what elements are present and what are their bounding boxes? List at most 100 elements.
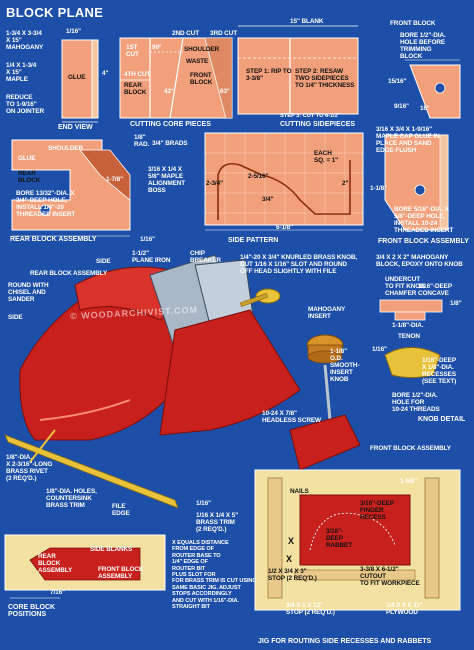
label-rad-1-8: 1/8" RAD. [134, 134, 150, 148]
page-title: BLOCK PLANE [6, 5, 104, 20]
jig-cutout [299, 494, 411, 566]
label-rear-block: REAR BLOCK [124, 82, 147, 96]
label-dim-1-16-knob: 1/16" [372, 346, 387, 353]
label-shoulder2: SHOULDER [48, 145, 84, 152]
label-shoulder: SHOULDER [184, 46, 220, 53]
label-dim-3-16-deep: 3/16"- DEEP RABBET [326, 528, 353, 549]
label-mahogany: 1-3/4 X 3-3/4 X 15" MAHOGANY [6, 30, 44, 51]
label-step1: STEP 1: RIP TO 3-3/8" [246, 68, 292, 82]
label-plane-iron: 1-1/2" PLANE IRON [132, 250, 171, 264]
label-side-blanks: SIDE BLANKS [90, 546, 133, 553]
label-round-chisel: ROUND WITH CHISEL AND SANDER [8, 282, 49, 303]
label-maple-cap: 3/16 X 3/4 X 1-9/16" MAPLE CAP GLUE IN P… [376, 126, 440, 154]
label-chip-breaker: CHIP BREAKER [190, 250, 221, 264]
plane-front-section [159, 309, 301, 436]
label-bore-5-16: BORE 5/16"-DIA. X 5/8"-DEEP HOLE, INSTAL… [394, 206, 454, 234]
label-brass-trim: 1/16 X 1/4 X 5" BRASS TRIM (2 REQ'D.) [196, 512, 239, 533]
label-brads: 3/4" BRADS [152, 140, 188, 147]
label-dim-1-16-deep: 1/16"-DEEP CONCAVE [418, 283, 452, 297]
label-cut-1st: 1ST CUT [126, 44, 139, 58]
label-step2: STEP 2: RESAW TWO SIDEPIECES TO 1/4" THI… [295, 68, 355, 89]
label-dim-1-16-b: 1/16" [196, 500, 211, 507]
label-dim-1-5-8: 1-5/8" [400, 478, 417, 485]
label-cut-3rd: 3RD CUT [210, 30, 237, 37]
label-front-block-top: FRONT BLOCK [390, 20, 436, 27]
label-finger-recess: 3/16"-DEEP FINGER RECESS [360, 500, 394, 521]
section-core-block: CORE BLOCK POSITIONS [8, 604, 56, 618]
label-cut-4th: 4TH CUT [124, 71, 151, 78]
label-cutout: 3-3/8 X 6-1/2" CUTOUT TO FIT WORKPIECE [360, 566, 420, 587]
label-side: SIDE [96, 258, 111, 265]
end-view-block [61, 39, 93, 119]
section-front-block: FRONT BLOCK ASSEMBLY [378, 238, 469, 245]
knob-detail-brass [384, 347, 441, 378]
brass-trim [4, 434, 179, 509]
label-dim-16: 16° [420, 105, 430, 112]
label-waste: WASTE [186, 58, 209, 65]
label-plywood: 1/4 X 9 X 11" PLYWOOD [386, 602, 423, 616]
label-glue-end: GLUE [68, 74, 86, 81]
label-brass-rivet: 1/8"-DIA. X 2-3/16"-LONG BRASS RIVET (3 … [6, 454, 53, 482]
label-maple: 1/4 X 1-3/4 X 15" MAPLE [6, 62, 37, 83]
label-dim-1-16-rear: 1/16" [140, 236, 155, 243]
section-rear-block: REAR BLOCK ASSEMBLY [10, 236, 97, 243]
label-undercut: UNDERCUT TO FIT KNOB CHAMFER [385, 276, 425, 297]
side-pattern-panel [204, 132, 364, 226]
label-dim-7-16: 7/16" [50, 589, 65, 596]
label-blank-15: 15" BLANK [290, 18, 324, 25]
side-pattern-outline [217, 160, 351, 220]
section-side-pattern: SIDE PATTERN [228, 237, 279, 244]
label-dim-9-16: 9/16" [394, 103, 409, 110]
section-jig: JIG FOR ROUTING SIDE RECESSES AND RABBET… [258, 638, 432, 645]
label-glue2: GLUE [18, 155, 36, 162]
label-dim-2-5-16: 2-5/16" [248, 173, 269, 180]
label-maple-boss: 3/16 X 1/4 X 5/8" MAPLE ALIGNMENT BOSS [148, 166, 186, 194]
label-cut-2nd: 2ND CUT [172, 30, 199, 37]
label-dim-1-8: 1/8" [450, 300, 462, 307]
label-bore-10-24: BORE 1/2"-DIA. HOLE FOR 10-24 THREADS [392, 392, 440, 413]
label-bore-1-2: BORE 1/2"-DIA. HOLE BEFORE TRIMMING BLOC… [400, 32, 446, 60]
label-each-sq: EACH SQ. = 1" [314, 150, 339, 164]
label-front-block: FRONT BLOCK [190, 72, 213, 86]
label-dim-1-1-8-dia: 1-1/8"-DIA. [392, 322, 424, 329]
label-front-block-asm2: FRONT BLOCK ASSEMBLY [98, 566, 144, 580]
section-end-view: END VIEW [58, 124, 93, 131]
side-blank [237, 37, 359, 115]
label-dim-15-16: 15/16" [388, 78, 407, 85]
label-x-equals: X EQUALS DISTANCE FROM EDGE OF ROUTER BA… [172, 540, 257, 611]
label-stop-3-4: 3/4 X 1 X 12" STOP (2 REQ'D.) [286, 602, 335, 616]
label-dim-1-7-8: 1-7/8" [106, 176, 123, 183]
label-dim-2: 2" [342, 180, 349, 187]
label-headless: 10-24 X 7/8" HEADLESS SCREW [262, 410, 321, 424]
label-file-edge: FILE EDGE [112, 503, 130, 517]
label-tenon: TENON [398, 333, 420, 340]
label-dim-4: 4" [102, 70, 109, 77]
label-step3: STEP 3: CUT TO 6-1/2" [280, 113, 341, 119]
label-bore-13-32: BORE 13/32"-DIA. X 3/4"-DEEP HOLE, INSTA… [16, 190, 76, 218]
label-countersink: 1/8"-DIA. HOLES, COUNTERSINK BRASS TRIM [46, 488, 97, 509]
label-dim-1-1-8: 1-1/8" [370, 185, 387, 192]
label-x-mark: X [288, 536, 294, 546]
label-rear-block-asm2: REAR BLOCK ASSEMBLY [38, 553, 73, 574]
label-nails: NAILS [290, 488, 309, 495]
label-dim-3-4: 3/4" [262, 196, 274, 203]
label-side2: SIDE [8, 314, 23, 321]
front-block-exploded [289, 414, 361, 471]
label-rear-block-asm: REAR BLOCK ASSEMBLY [30, 270, 108, 277]
section-cutting-sides: CUTTING SIDEPIECES [280, 121, 356, 128]
label-reduce: REDUCE TO 1-9/16" ON JOINTER [6, 94, 45, 115]
label-od: 1-1/8" O.D. SMOOTH- INSERT KNOB [330, 348, 360, 383]
label-ang-63: 63° [220, 88, 230, 95]
label-front-block-asm: FRONT BLOCK ASSEMBLY [370, 445, 451, 452]
label-dim-6-1-8: 6-1/8" [276, 224, 293, 231]
label-ang-90: 90° [152, 44, 162, 51]
label-dim-2-3-4: 2-3/4" [206, 180, 223, 187]
label-x-mark2: X [286, 554, 292, 564]
end-view-maple [91, 39, 99, 119]
section-cutting-core: CUTTING CORE PIECES [130, 121, 211, 128]
front-block-top [409, 64, 461, 119]
label-bore-1-16-deep: 1/16"-DEEP X 1/8"-DIA. RECESSES (SEE TEX… [422, 357, 457, 385]
section-knob-detail: KNOB DETAIL [418, 416, 466, 423]
front-block-asm-shape [384, 134, 449, 231]
